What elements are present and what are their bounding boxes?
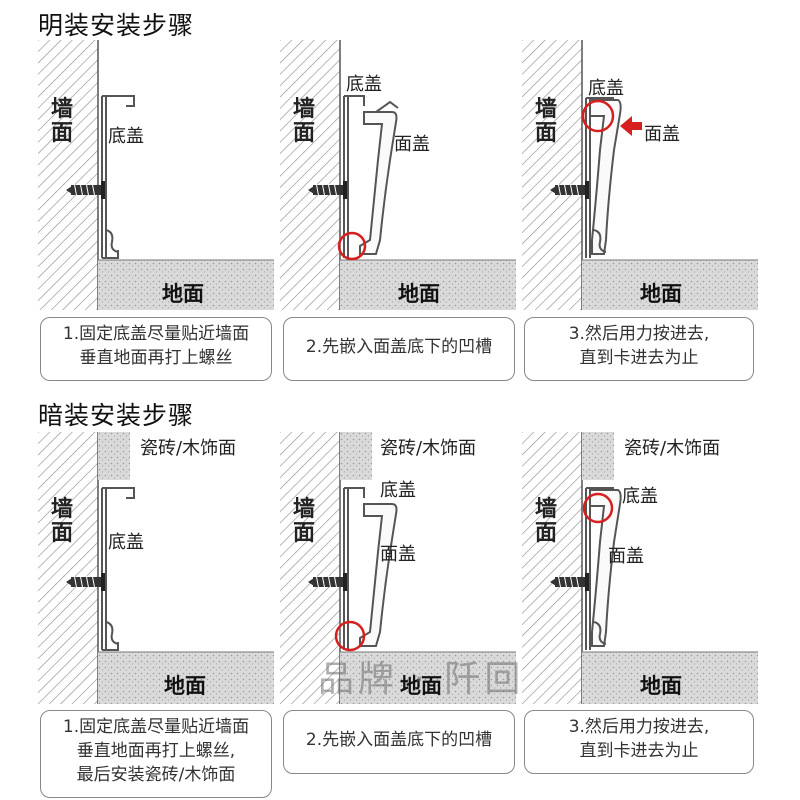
- base-cover-label: 底盖: [380, 480, 416, 501]
- base-profile: [101, 487, 135, 651]
- push-arrow-icon: [620, 116, 642, 136]
- step-caption: 2.先嵌入面盖底下的凹槽: [283, 710, 515, 774]
- caption-line: 3.然后用力按进去,: [568, 324, 710, 344]
- floor-slab: [340, 260, 516, 310]
- wall-hatch: [38, 432, 98, 704]
- section-title-surface: 明装安装步骤: [38, 11, 195, 40]
- floor-label: 地面: [164, 674, 206, 698]
- brand-watermark: 品牌 · 阡回: [318, 659, 525, 700]
- caption-line: 垂直地面再打上螺丝,: [76, 741, 236, 761]
- tile-layer: [340, 432, 372, 480]
- caption-line: 直到卡进去为止: [579, 741, 699, 761]
- face-cover-label: 面盖: [644, 124, 680, 145]
- diagram-surface-step2: 墙面 底盖 面盖 地面: [280, 40, 516, 310]
- diagram-surface-step2-drawing: [280, 40, 516, 310]
- highlight-circle: [582, 492, 614, 524]
- wall-hatch: [280, 40, 340, 310]
- floor-label: 地面: [400, 674, 442, 698]
- tile-layer: [582, 432, 614, 480]
- diagram-concealed-step3: 墙面 瓷砖/木饰面 底盖 面盖 地面: [522, 432, 758, 704]
- diagram-concealed-step2: 墙面 瓷砖/木饰面 底盖 面盖 地面: [280, 432, 516, 704]
- diagram-surface-step3-drawing: [522, 40, 758, 310]
- face-cover-profile: [359, 503, 398, 647]
- face-cover-label: 面盖: [394, 134, 430, 155]
- screw-icon: [308, 573, 347, 591]
- screw-icon: [308, 181, 347, 199]
- wall-hatch: [280, 432, 340, 704]
- base-cover-label: 底盖: [108, 532, 144, 553]
- floor-slab: [582, 652, 758, 704]
- step-caption: 2.先嵌入面盖底下的凹槽: [283, 317, 515, 381]
- base-cover-label: 底盖: [622, 486, 658, 507]
- tile-layer: [98, 432, 130, 480]
- floor-label: 地面: [640, 674, 682, 698]
- step-caption: 3.然后用力按进去, 直到卡进去为止: [524, 710, 754, 774]
- screw-icon: [66, 573, 105, 591]
- tile-label: 瓷砖/木饰面: [140, 438, 237, 459]
- diagram-concealed-step1: 墙面 瓷砖/木饰面 底盖 地面: [38, 432, 274, 704]
- floor-label: 地面: [640, 282, 682, 306]
- diagram-surface-step1-drawing: [38, 40, 274, 310]
- diagram-concealed-step2-drawing: [280, 432, 516, 704]
- floor-slab: [340, 652, 516, 704]
- wall-hatch: [522, 40, 582, 310]
- highlight-circle: [334, 620, 366, 652]
- wall-hatch: [522, 432, 582, 704]
- wall-label: 墙面: [292, 97, 315, 146]
- floor-slab: [98, 652, 274, 704]
- caption-line: 3.然后用力按进去,: [568, 717, 710, 737]
- diagram-concealed-step3-drawing: [522, 432, 758, 704]
- caption-line: 2.先嵌入面盖底下的凹槽: [305, 337, 493, 357]
- screw-icon: [550, 181, 589, 199]
- base-cover-label: 底盖: [588, 78, 624, 99]
- floor-label: 地面: [162, 282, 204, 306]
- screw-icon: [550, 573, 589, 591]
- caption-line: 最后安装瓷砖/木饰面: [76, 765, 236, 785]
- face-cover-profile: [589, 99, 622, 255]
- step-caption: 3.然后用力按进去, 直到卡进去为止: [524, 317, 754, 381]
- wall-label: 墙面: [534, 497, 557, 546]
- base-profile: [101, 95, 135, 259]
- floor-slab: [98, 260, 274, 310]
- face-cover-label: 面盖: [380, 544, 416, 565]
- caption-line: 直到卡进去为止: [579, 348, 699, 368]
- tile-label: 瓷砖/木饰面: [380, 438, 477, 459]
- caption-line: 1.固定底盖尽量贴近墙面: [62, 717, 250, 737]
- face-cover-profile: [359, 100, 399, 255]
- face-cover-label: 面盖: [608, 546, 644, 567]
- base-cover-label: 底盖: [108, 126, 144, 147]
- wall-label: 墙面: [50, 97, 73, 146]
- tile-label: 瓷砖/木饰面: [624, 438, 721, 459]
- face-cover-profile: [589, 489, 622, 647]
- caption-line: 垂直地面再打上螺丝: [79, 348, 233, 368]
- screw-icon: [66, 181, 105, 199]
- highlight-circle: [337, 231, 367, 261]
- wall-label: 墙面: [534, 97, 557, 146]
- caption-line: 2.先嵌入面盖底下的凹槽: [305, 730, 493, 750]
- wall-label: 墙面: [50, 497, 73, 546]
- diagram-surface-step1: 墙面 底盖 地面: [38, 40, 274, 310]
- diagram-concealed-step1-drawing: [38, 432, 274, 704]
- diagram-surface-step3: 墙面 底盖 面盖 地面: [522, 40, 758, 310]
- wall-label: 墙面: [292, 497, 315, 546]
- floor-slab: [582, 260, 758, 310]
- step-caption: 1.固定底盖尽量贴近墙面 垂直地面再打上螺丝: [40, 317, 272, 381]
- step-caption: 1.固定底盖尽量贴近墙面 垂直地面再打上螺丝, 最后安装瓷砖/木饰面: [40, 710, 272, 798]
- base-profile: [343, 95, 365, 258]
- base-cover-label: 底盖: [346, 74, 382, 95]
- section-title-concealed: 暗装安装步骤: [38, 401, 195, 430]
- wall-hatch: [38, 40, 98, 310]
- caption-line: 1.固定底盖尽量贴近墙面: [62, 324, 250, 344]
- floor-label: 地面: [398, 282, 440, 306]
- highlight-circle: [581, 99, 615, 133]
